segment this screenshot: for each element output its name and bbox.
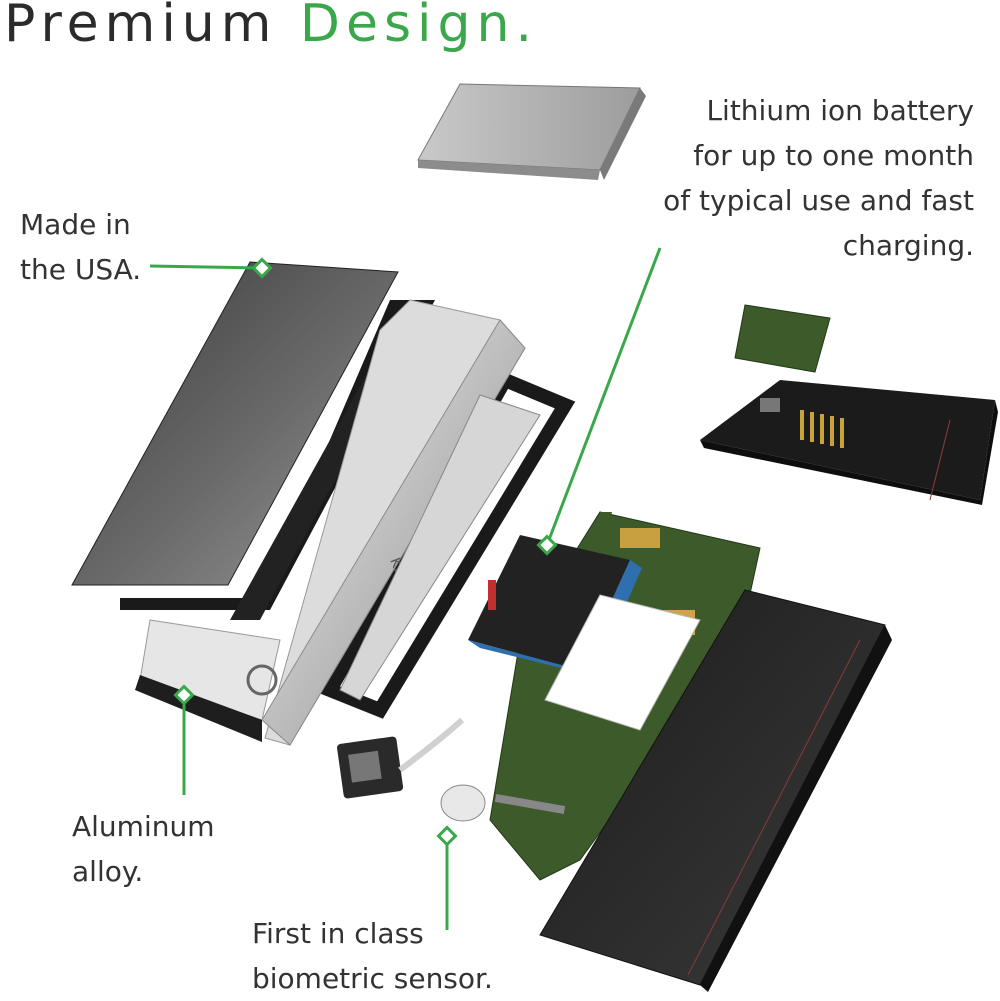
sensor-callout: First in class biometric sensor. — [252, 911, 493, 1001]
aluminum-line-1: Aluminum — [72, 810, 215, 843]
usa-line-2: the USA. — [20, 253, 142, 286]
callout-markers — [173, 257, 558, 847]
lock-module — [700, 304, 998, 505]
usa-line-1: Made in — [20, 208, 131, 241]
battery-line-1: Lithium ion battery — [706, 94, 974, 127]
callout-lines — [149, 247, 662, 930]
battery-plate — [417, 83, 646, 180]
page-title: Premium Design. — [4, 0, 538, 54]
silver-rail — [339, 394, 541, 701]
aluminum-housing: KEVO — [135, 299, 526, 746]
white-screen — [544, 594, 701, 731]
sensor-line-1: First in class — [252, 917, 424, 950]
battery-line-2: for up to one month — [693, 139, 974, 172]
sensor-module — [337, 717, 486, 822]
usa-callout: Made in the USA. — [20, 202, 141, 292]
title-lead: Premium — [4, 0, 278, 54]
aluminum-line-2: alloy. — [72, 855, 144, 888]
rear-case — [539, 589, 892, 992]
battery-callout: Lithium ion battery for up to one month … — [663, 88, 974, 268]
front-panel — [71, 261, 399, 586]
battery-line-4: charging. — [842, 229, 974, 262]
sensor-line-2: biometric sensor. — [252, 962, 493, 995]
title-accent: Design. — [299, 0, 538, 54]
battery-line-3: of typical use and fast — [663, 184, 974, 217]
aluminum-callout: Aluminum alloy. — [72, 804, 215, 894]
